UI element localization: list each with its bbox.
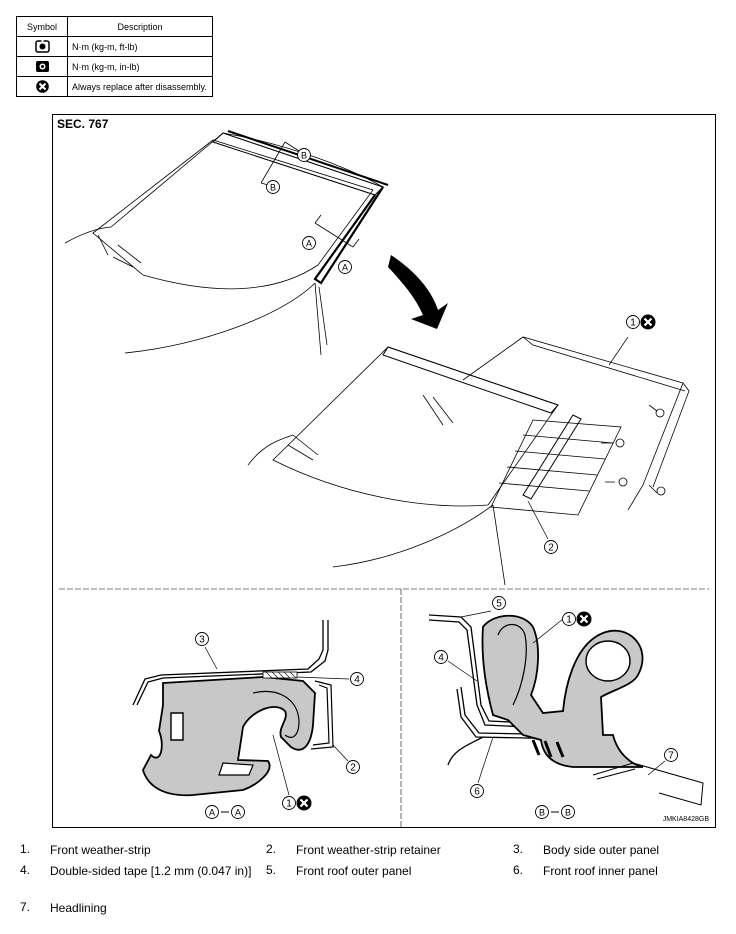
diagram-drawing: B B A A [59, 130, 709, 827]
callout-circle [544, 540, 558, 554]
marker-b-label: B [565, 808, 571, 818]
symbol-header: Symbol [16, 16, 68, 37]
figure-code: JMKIA8428GB [662, 816, 709, 823]
car-exploded-view [247, 336, 690, 586]
symbol-row: N·m (kg-m, ft-lb) [16, 36, 213, 57]
symbol-description: N·m (kg-m, ft-lb) [67, 36, 213, 57]
callout-3-number: 3 [199, 635, 205, 646]
legend-text: Body side outer panel [543, 843, 660, 857]
marker-b-label: B [539, 808, 545, 818]
marker-b-label: B [301, 151, 307, 161]
marker-a-label: A [209, 808, 215, 818]
callout-4-number: 4 [354, 675, 360, 686]
symbol-row: Always replace after disassembly. [16, 76, 213, 97]
marker-a-circle [302, 236, 316, 250]
section-a-markers [314, 214, 360, 248]
legend-number: 6. [513, 863, 524, 877]
car-top-view [64, 130, 389, 356]
callout-1-number: 1 [286, 799, 292, 810]
marker-a-label: A [306, 239, 312, 249]
always-replace-icon [576, 611, 592, 627]
symbol-table: Symbol Description N·m (kg-m, ft-lb) N·m… [16, 16, 213, 97]
marker-b-circle [266, 180, 280, 194]
callout-circle [664, 748, 678, 762]
legend-number: 4. [20, 863, 31, 877]
legend-text: Double-sided tape [1.2 mm (0.047 in)] [50, 864, 252, 878]
callout-1-number: 1 [630, 318, 636, 329]
symbol-row: N·m (kg-m, in-lb) [16, 56, 213, 77]
symbol-description: Always replace after disassembly. [67, 76, 213, 97]
symbol-table-header: Symbol Description [16, 16, 213, 37]
description-header: Description [67, 16, 213, 37]
always-replace-icon [296, 795, 312, 811]
callout-7-number: 7 [668, 751, 674, 762]
always-replace-icon [640, 314, 656, 330]
callout-circle [434, 650, 448, 664]
marker-a-circle [338, 260, 352, 274]
legend-number: 1. [20, 842, 31, 856]
callout-6-number: 6 [474, 787, 480, 798]
marker-a-label: A [235, 808, 241, 818]
legend-text: Front weather-strip [50, 843, 151, 857]
torque-wrench-in-lb-icon [35, 61, 49, 72]
marker-b-label: B [270, 183, 276, 193]
callout-2-number: 2 [548, 543, 554, 554]
section-a-a-detail [132, 620, 334, 797]
callout-circle [346, 760, 360, 774]
callout-2-number: 2 [350, 763, 356, 774]
callout-circle [350, 672, 364, 686]
torque-wrench-ft-lb-icon [34, 40, 50, 53]
section-b-b-detail [428, 614, 704, 806]
legend-text: Headlining [50, 901, 107, 915]
always-replace-icon [35, 80, 49, 93]
legend-number: 3. [513, 842, 524, 856]
legend-number: 5. [266, 863, 277, 877]
legend-text: Front roof outer panel [296, 864, 412, 878]
legend-number: 2. [266, 842, 277, 856]
callout-5-number: 5 [496, 599, 502, 610]
exploded-view-arrow [388, 255, 448, 329]
callout-circle [195, 632, 209, 646]
callout-4-number: 4 [438, 653, 444, 664]
callout-1-number: 1 [566, 615, 572, 626]
callout-circle [492, 596, 506, 610]
callout-circle [470, 784, 484, 798]
legend-text: Front weather-strip retainer [296, 843, 441, 857]
legend-number: 7. [20, 900, 31, 914]
marker-a-label: A [342, 263, 348, 273]
marker-b-circle [297, 148, 311, 162]
section-label: SEC. 767 [57, 117, 109, 131]
symbol-description: N·m (kg-m, in-lb) [67, 56, 213, 77]
exploded-diagram: SEC. 767 B [52, 114, 716, 828]
callout-circle [626, 315, 640, 329]
weather-strip-seal [481, 614, 644, 768]
weather-strip-seal [142, 676, 316, 797]
legend-text: Front roof inner panel [543, 864, 658, 878]
callout-circle [562, 612, 576, 626]
callout-circle [282, 796, 296, 810]
